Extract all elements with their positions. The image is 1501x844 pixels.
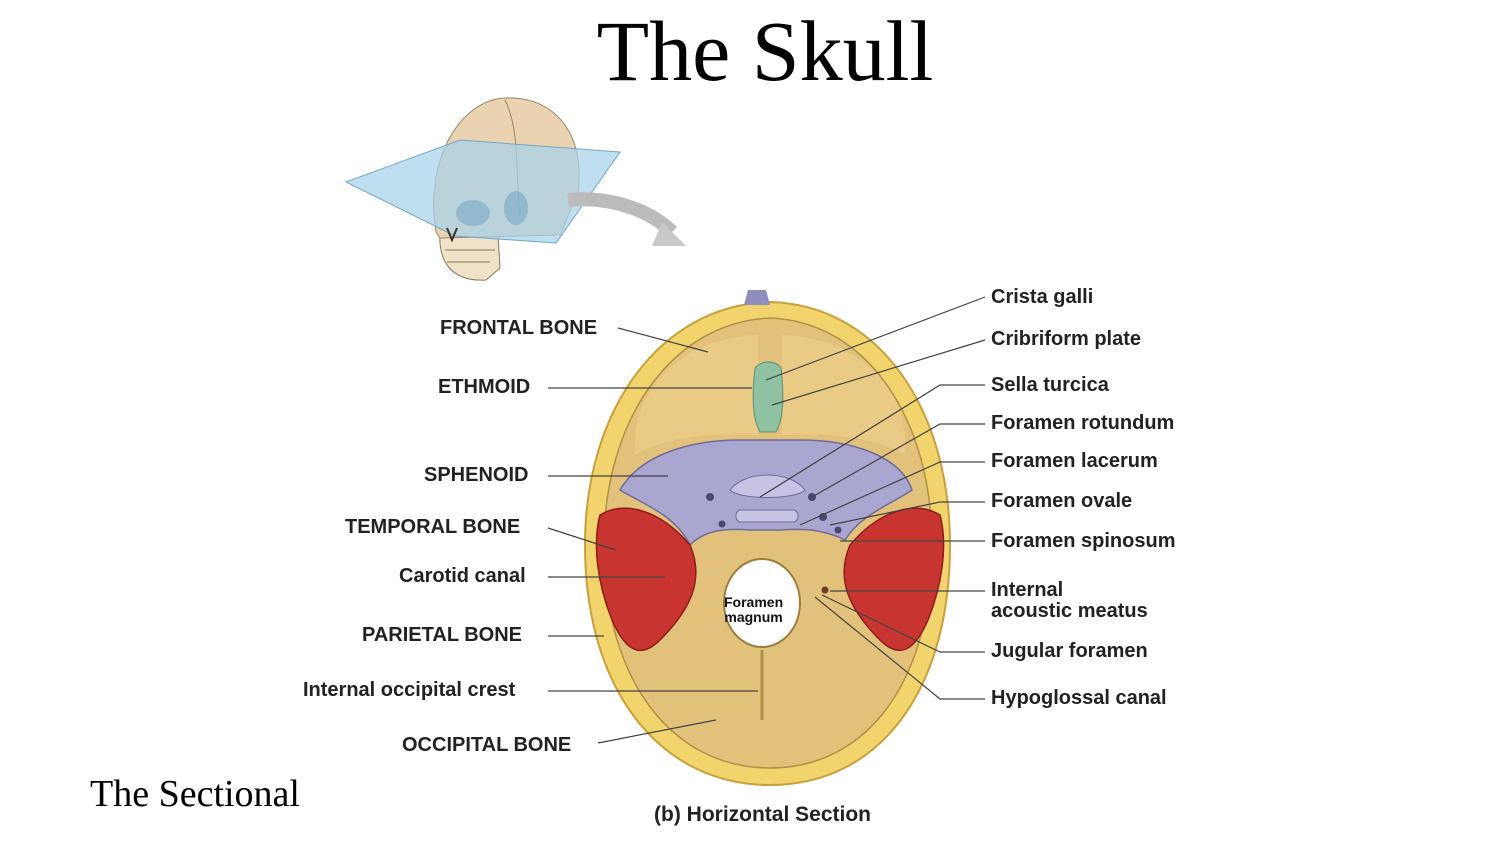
skull-thumbnail <box>344 97 686 281</box>
label-foramen-ovale: Foramen ovale <box>991 490 1133 512</box>
label-foramen-magnum-line1: Foramen <box>724 594 784 610</box>
figure-caption: (b) Horizontal Section <box>654 803 871 826</box>
label-foramen-lacerum: Foramen lacerum <box>991 450 1158 472</box>
label-carotid-canal: Carotid canal <box>399 565 526 587</box>
label-sella-turcica: Sella turcica <box>991 374 1109 396</box>
label-internal-acoustic-meatus-line2: acoustic meatus <box>991 600 1148 622</box>
bottom-note: The Sectional <box>90 775 300 813</box>
label-foramen-spinosum: Foramen spinosum <box>991 530 1176 552</box>
label-sphenoid: SPHENOID <box>424 464 529 486</box>
label-internal-occipital-crest: Internal occipital crest <box>303 679 516 701</box>
label-ethmoid: ETHMOID <box>438 376 531 398</box>
label-hypoglossal-canal: Hypoglossal canal <box>991 687 1167 709</box>
label-crista-galli: Crista galli <box>991 286 1094 308</box>
slide-title: The Skull <box>596 3 934 99</box>
label-foramen-rotundum: Foramen rotundum <box>991 412 1175 434</box>
skull-horizontal-section <box>583 290 952 787</box>
label-frontal-bone: FRONTAL BONE <box>440 317 598 339</box>
leader-lines <box>547 296 986 744</box>
label-parietal-bone: PARIETAL BONE <box>362 624 523 646</box>
label-internal-acoustic-meatus-line1: Internal <box>991 579 1064 601</box>
label-cribriform-plate: Cribriform plate <box>991 328 1142 350</box>
label-occipital-bone: OCCIPITAL BONE <box>402 734 572 756</box>
label-internal-acoustic-meatus: Internal acoustic meatus <box>991 580 1148 622</box>
label-jugular-foramen: Jugular foramen <box>991 640 1148 662</box>
label-temporal-bone: TEMPORAL BONE <box>345 516 521 538</box>
label-foramen-magnum-line2: magnum <box>724 608 783 625</box>
label-foramen-magnum: Foramen magnum <box>724 595 783 624</box>
